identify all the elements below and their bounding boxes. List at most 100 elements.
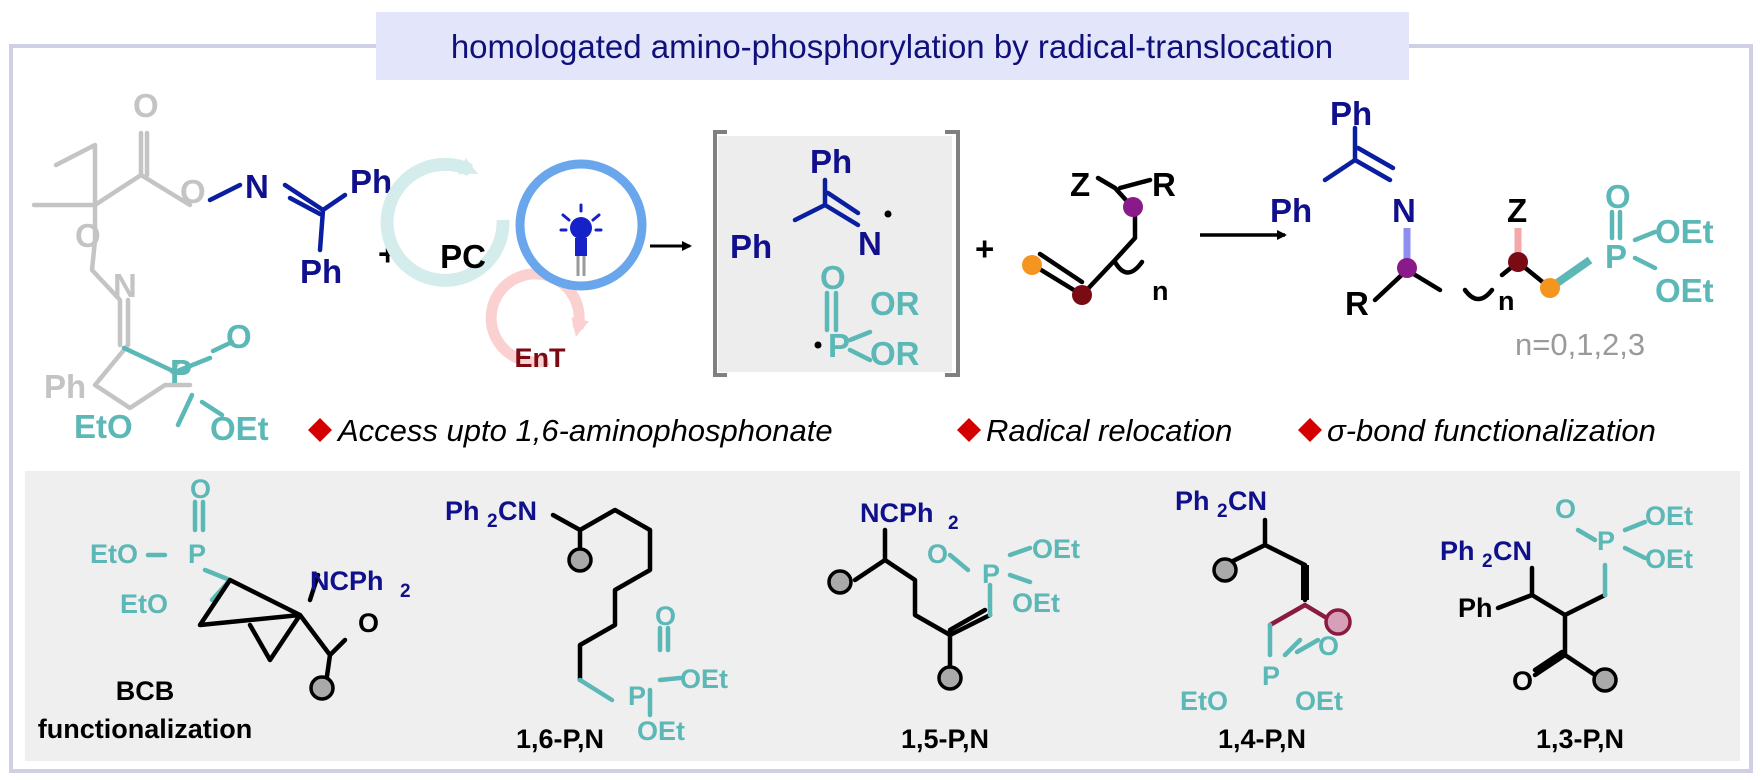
ex4-o: O	[1318, 631, 1339, 661]
carbonyl-o: O	[133, 87, 159, 124]
ex2-caption: 1,6-P,N	[516, 724, 604, 754]
prod-n-sub: n	[1498, 286, 1515, 316]
alkene-n: n	[1152, 276, 1169, 306]
ex3-o: O	[927, 539, 948, 569]
ex5-n-tail: CN	[1493, 536, 1532, 566]
ex3-grey-dot-1	[827, 569, 853, 595]
ex5-caption: 1,3-P,N	[1536, 724, 1624, 754]
ex3-oet-2: OEt	[1012, 588, 1060, 618]
feature-2: Radical relocation	[986, 413, 1232, 448]
ex5-n-group: Ph	[1440, 536, 1475, 566]
ex2-grey-dot	[567, 547, 593, 573]
ex1-n-group: NCPh	[310, 566, 384, 596]
alkene-orange-dot	[1022, 255, 1042, 275]
feature-diamond-1	[308, 418, 332, 442]
imine-ph-top: Ph	[350, 163, 392, 200]
prod-p: P	[1605, 238, 1627, 275]
ex3-n-group: NCPh	[860, 498, 934, 528]
int-ph-top: Ph	[810, 143, 852, 180]
ex4-p: P	[1262, 661, 1280, 691]
ex2-oet-1: OEt	[680, 664, 728, 694]
prod-orange-dot	[1540, 278, 1560, 298]
light-bulb-glyph-icon	[559, 203, 603, 276]
ent-label: EnT	[515, 343, 567, 373]
ex4-eto: EtO	[1180, 686, 1228, 716]
ex4-oet: OEt	[1295, 686, 1343, 716]
ex2-n-tail: CN	[498, 496, 537, 526]
prod-oet-1: OEt	[1655, 213, 1714, 250]
example-1-4: Ph 2 CN P O EtO OEt 1,4-P,N	[1175, 486, 1352, 754]
pc-cycle-icon	[380, 157, 510, 287]
imine-ph-bottom: Ph	[300, 253, 342, 290]
ex1-p: P	[188, 539, 206, 569]
ex1-o-p: O	[190, 474, 211, 504]
ex5-oet-1: OEt	[1645, 501, 1693, 531]
radical-intermediates: Ph Ph N O P OR OR +	[713, 130, 994, 377]
int-ph-left: Ph	[730, 228, 772, 265]
alkene-z: Z	[1070, 166, 1090, 203]
ex2-n-group: Ph	[445, 496, 480, 526]
examples-panel	[25, 471, 1740, 761]
int-or-1: OR	[870, 285, 920, 322]
reagent-ph: Ph	[44, 368, 86, 405]
reagent-p-o: O	[226, 318, 252, 355]
ex5-p: P	[1597, 526, 1615, 556]
prod-ph-top: Ph	[1330, 95, 1372, 132]
ex3-grey-dot-2	[937, 665, 963, 691]
example-1-3: Ph 2 CN Ph O O P OEt OEt 1,3-P,N	[1440, 494, 1693, 754]
feature-list: Access upto 1,6-aminophosphonate Radical…	[308, 413, 1656, 448]
example-1-6: Ph 2 CN O P OEt OEt 1,6-P,N	[445, 496, 728, 754]
ex3-oet-1: OEt	[1032, 534, 1080, 564]
feature-diamond-3	[1298, 418, 1322, 442]
imine-n: N	[245, 168, 269, 205]
ex5-o-1: O	[1512, 666, 1533, 696]
ex3-p: P	[982, 559, 1000, 589]
feature-1: Access upto 1,6-aminophosphonate	[336, 413, 833, 448]
title-box	[376, 12, 1409, 80]
ex2-p: P	[628, 681, 646, 711]
prod-ph-left: Ph	[1270, 192, 1312, 229]
feature-diamond-2	[957, 418, 981, 442]
ex1-caption-1: BCB	[116, 676, 175, 706]
int-p: P	[828, 327, 850, 364]
ex1-o: O	[358, 608, 379, 638]
prod-r: R	[1345, 285, 1369, 322]
reagent-structure: O O O N Ph N Ph Ph P O EtO OEt	[31, 87, 392, 447]
prod-o: O	[1605, 178, 1631, 215]
alkene-maroon-dot	[1072, 285, 1092, 305]
feature-3: σ-bond functionalization	[1327, 413, 1656, 448]
alkene-purple-dot	[1123, 197, 1143, 217]
general-product: Ph Ph N Z R n O P OEt OEt n=0,1,2,3	[1270, 95, 1714, 362]
n-values: n=0,1,2,3	[1515, 327, 1645, 362]
ex3-n-sub: 2	[948, 513, 959, 534]
reagent-oet: OEt	[210, 410, 269, 447]
int-p-o: O	[820, 259, 846, 296]
oxime-o: O	[75, 217, 101, 254]
ex5-n-sub: 2	[1482, 551, 1493, 572]
conditions: + PC EnT	[378, 157, 692, 373]
ex3-caption: 1,5-P,N	[901, 724, 989, 754]
ex4-grey-dot	[1212, 557, 1238, 583]
ex1-n-sub: 2	[400, 581, 411, 602]
prod-maroon-dot	[1508, 252, 1528, 272]
ex4-n-group: Ph	[1175, 486, 1210, 516]
ex4-caption: 1,4-P,N	[1218, 724, 1306, 754]
ex1-grey-dot	[309, 675, 335, 701]
plus-sign-2: +	[975, 230, 994, 267]
oxime-n: N	[113, 267, 137, 304]
ex2-oet-2: OEt	[637, 716, 685, 746]
scheme-title: homologated amino-phosphorylation by rad…	[451, 28, 1333, 65]
ex5-o-2: O	[1555, 494, 1576, 524]
prod-oet-2: OEt	[1655, 272, 1714, 309]
ex2-o: O	[655, 601, 676, 631]
ex1-caption-2: functionalization	[38, 714, 252, 744]
ex5-oet-2: OEt	[1645, 544, 1693, 574]
p-radical-dot	[814, 341, 822, 349]
n-radical-dot	[884, 210, 892, 218]
ex5-grey-dot	[1592, 667, 1618, 693]
ex4-pink-dot	[1324, 608, 1352, 636]
prod-z: Z	[1507, 192, 1527, 229]
ex1-eto-1: EtO	[90, 539, 138, 569]
int-n-radical: N	[858, 225, 882, 262]
